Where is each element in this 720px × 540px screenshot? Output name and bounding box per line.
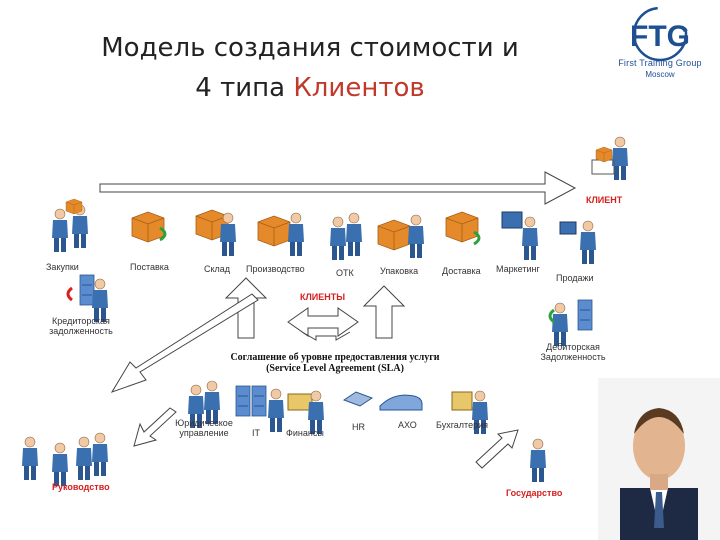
finance-money-icon — [287, 393, 313, 411]
client-label: КЛИЕНТ — [586, 195, 623, 205]
government-label: Государство — [506, 488, 563, 498]
sales-label: Продажи — [556, 273, 594, 283]
management-person-4-icon — [91, 432, 109, 477]
delivery-label: Доставка — [442, 266, 481, 276]
warehouse-label: Склад — [204, 264, 231, 274]
hr-documents-icon — [342, 391, 374, 407]
management-label: Руководство — [52, 482, 110, 492]
management-person-3-icon — [75, 436, 93, 481]
payables-cabinet-icon — [79, 274, 95, 306]
delivery-recycle-icon — [473, 230, 481, 246]
sla-label-line-2: (Service Level Agreement (SLA) — [266, 363, 404, 374]
title-line-1: Модель создания стоимости и — [101, 33, 519, 63]
it-person-icon — [267, 388, 285, 433]
management-arrow-icon — [133, 407, 177, 447]
ftg-logo: FTG — [630, 6, 690, 62]
title-line-2: 4 типа Клиентов — [40, 68, 580, 108]
production-box-icon — [257, 215, 291, 247]
sales-screen-icon — [559, 221, 577, 235]
logo-name: First Training Group — [618, 58, 702, 68]
legal-label-line-1: Юридическое — [175, 418, 233, 428]
it-cabinet-icon — [235, 385, 251, 417]
marketing-screen-icon — [501, 211, 523, 229]
receivables-label-line-1: Дебиторская — [546, 342, 600, 352]
legal-label: Юридическое управление — [166, 418, 242, 438]
procurement-label: Закупки — [46, 262, 79, 272]
logo-city: Moscow — [645, 70, 675, 79]
production-label: Производство — [246, 264, 305, 274]
marketing-label: Маркетинг — [496, 264, 540, 274]
admin-car-icon — [379, 394, 423, 411]
hr-label: HR — [352, 422, 365, 432]
marketing-person-icon — [521, 216, 539, 261]
packing-box-icon — [377, 219, 411, 251]
it-label: IT — [252, 428, 260, 438]
accounting-label: Бухгалтерия — [436, 420, 488, 430]
supply-box-icon — [131, 211, 165, 243]
title-line-2-prefix: 4 типа — [195, 73, 294, 103]
it-cabinet-2-icon — [251, 385, 267, 417]
title-line-2-accent: Клиентов — [293, 73, 425, 103]
management-person-icon — [21, 436, 39, 481]
admin-label: АХО — [398, 420, 417, 430]
finance-label: Финансы — [286, 428, 324, 438]
payables-label-line-2: задолженность — [49, 326, 113, 336]
receivables-cabinet-icon — [577, 299, 593, 331]
sales-person-icon — [579, 220, 597, 265]
diagonal-arrow-icon — [110, 293, 259, 393]
sla-label: Соглашение об уровне предоставления услу… — [210, 352, 460, 374]
packing-label: Упаковка — [380, 266, 419, 276]
client-cart-icon — [591, 159, 615, 175]
speaker-photo — [598, 378, 720, 540]
government-person-icon — [529, 438, 547, 483]
receivables-arrow-icon — [548, 308, 555, 324]
logo-initials: FTG — [630, 20, 690, 53]
government-arrow-icon — [475, 429, 519, 469]
top-flow-arrow-icon — [99, 171, 577, 205]
clients-arrows-icon — [224, 277, 406, 341]
supply-label: Поставка — [130, 262, 169, 272]
qc-person-icon — [329, 216, 347, 261]
client-box-icon — [595, 146, 613, 163]
qc-person-2-icon — [345, 212, 363, 257]
clients-label: КЛИЕНТЫ — [300, 292, 346, 302]
payables-label: Кредиторская задолженность — [36, 316, 126, 336]
procurement-person-icon — [51, 208, 69, 253]
management-person-2-icon — [51, 442, 69, 487]
production-person-icon — [287, 212, 305, 257]
receivables-label-line-2: Задолженность — [540, 352, 606, 362]
accounting-money-icon — [451, 391, 473, 411]
payables-arrow-icon — [66, 286, 73, 302]
receivables-label: Дебиторская Задолженность — [528, 342, 618, 362]
receivables-person-icon — [551, 302, 569, 347]
legal-label-line-2: управление — [179, 428, 229, 438]
payables-label-line-1: Кредиторская — [52, 316, 110, 326]
qc-label: ОТК — [336, 268, 354, 278]
procurement-box-icon — [65, 198, 83, 215]
supply-recycle-icon — [159, 226, 167, 242]
delivery-box-icon — [445, 211, 479, 243]
packing-person-icon — [407, 214, 425, 259]
slide-title: Модель создания стоимости и 4 типа Клиен… — [40, 28, 580, 108]
sla-label-line-1: Соглашение об уровне предоставления услу… — [230, 352, 440, 363]
